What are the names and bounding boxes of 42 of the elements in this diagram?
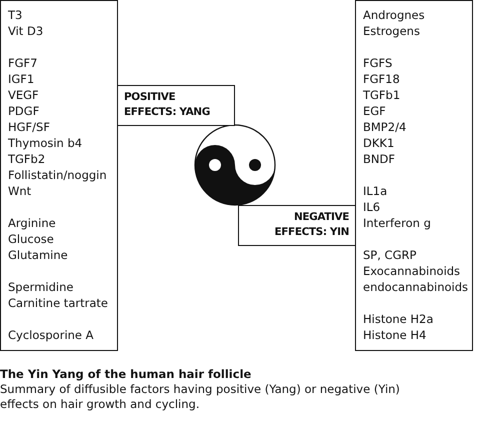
factor-name: PDGF bbox=[8, 103, 40, 119]
factor-name: FGF18 bbox=[363, 71, 400, 87]
factor-name: Histone H2a bbox=[363, 311, 434, 327]
factor-name: IL6 bbox=[363, 199, 380, 215]
factor-name: Interferon g bbox=[363, 215, 431, 231]
label-box bbox=[117, 85, 235, 126]
factor-name: TGFb1 bbox=[363, 87, 400, 103]
factor-name: Exocannabinoids bbox=[363, 263, 460, 279]
list-box bbox=[355, 0, 473, 351]
factor-name: Cyclosporine A bbox=[8, 327, 94, 343]
factor-name: Wnt bbox=[8, 183, 32, 199]
factor-name: T3 bbox=[8, 7, 22, 23]
factor-name: TGFb2 bbox=[8, 151, 46, 167]
factor-name: endocannabinoids bbox=[363, 279, 468, 295]
factor-name: IGF1 bbox=[8, 71, 34, 87]
factor-name: Arginine bbox=[8, 215, 56, 231]
factor-name: Glucose bbox=[8, 231, 54, 247]
factor-name: Carnitine tartrate bbox=[8, 295, 108, 311]
factor-name: IL1a bbox=[363, 183, 388, 199]
figure-caption: Summary of diffusible factors having positive (Yang) or negative (Yin) effects on hair growth and cycling. bbox=[0, 382, 400, 412]
factor-name: Histone H4 bbox=[363, 327, 426, 343]
factor-name: BNDF bbox=[363, 151, 395, 167]
section-heading: NEGATIVE EFFECTS: YIN bbox=[274, 210, 349, 240]
factor-name: Vit D3 bbox=[8, 23, 44, 39]
factor-name: HGF/SF bbox=[8, 119, 50, 135]
list-box bbox=[0, 0, 118, 351]
factor-name: VEGF bbox=[8, 87, 39, 103]
label-box bbox=[238, 205, 356, 246]
factor-name: EGF bbox=[363, 103, 386, 119]
factor-name: Glutamine bbox=[8, 247, 68, 263]
factor-name: SP, CGRP bbox=[363, 247, 416, 263]
section-heading: POSITIVE EFFECTS: YANG bbox=[124, 90, 211, 120]
factor-name: FGF7 bbox=[8, 55, 38, 71]
factor-name: Andrognes bbox=[363, 7, 425, 23]
factor-name: BMP2/4 bbox=[363, 119, 406, 135]
factor-name: Spermidine bbox=[8, 279, 74, 295]
factor-name: FGFS bbox=[363, 55, 392, 71]
factor-name: Estrogens bbox=[363, 23, 420, 39]
factor-name: DKK1 bbox=[363, 135, 394, 151]
figure-title: The Yin Yang of the human hair follicle bbox=[0, 367, 252, 381]
factor-name: Thymosin b4 bbox=[8, 135, 82, 151]
factor-name: Follistatin/noggin bbox=[8, 167, 107, 183]
